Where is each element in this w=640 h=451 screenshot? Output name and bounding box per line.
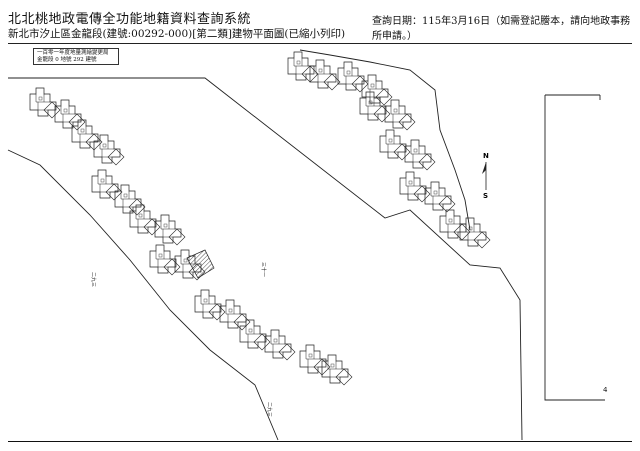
- legend-box: 一百零一年度地量測繪變更局 金龍段 0 地號 292 建號: [33, 48, 119, 65]
- building-units-left: [29, 87, 353, 386]
- svg-text:N: N: [483, 152, 489, 160]
- legend-line-1: 一百零一年度地量測繪變更局: [37, 50, 109, 56]
- svg-text:S: S: [483, 192, 488, 200]
- road-label-left: 二九三: [90, 272, 97, 287]
- road-label-center: 三十一: [260, 262, 267, 277]
- header-divider: [8, 43, 632, 44]
- query-date: 查詢日期：115年3月16日（如需登記謄本，請向地政事務所申請。）: [372, 16, 631, 42]
- legend-line-2: 金龍段 0 地號 292 建號: [37, 57, 97, 63]
- page-number: 4: [603, 386, 608, 394]
- page-title: 北北桃地政電傳全功能地籍資料查詢系統: [8, 12, 252, 27]
- road-label-bottom: 二九三: [266, 402, 273, 417]
- document-subtitle: 新北市汐止區金龍段(建號:00292-000)[第二類]建物平面圖(已縮小列印): [8, 28, 346, 40]
- north-arrow: N S: [482, 152, 489, 200]
- site-boundary: [7, 49, 605, 441]
- building-units-right: [287, 51, 491, 249]
- target-unit-hatched: [186, 249, 215, 279]
- footer-rule: [8, 441, 632, 442]
